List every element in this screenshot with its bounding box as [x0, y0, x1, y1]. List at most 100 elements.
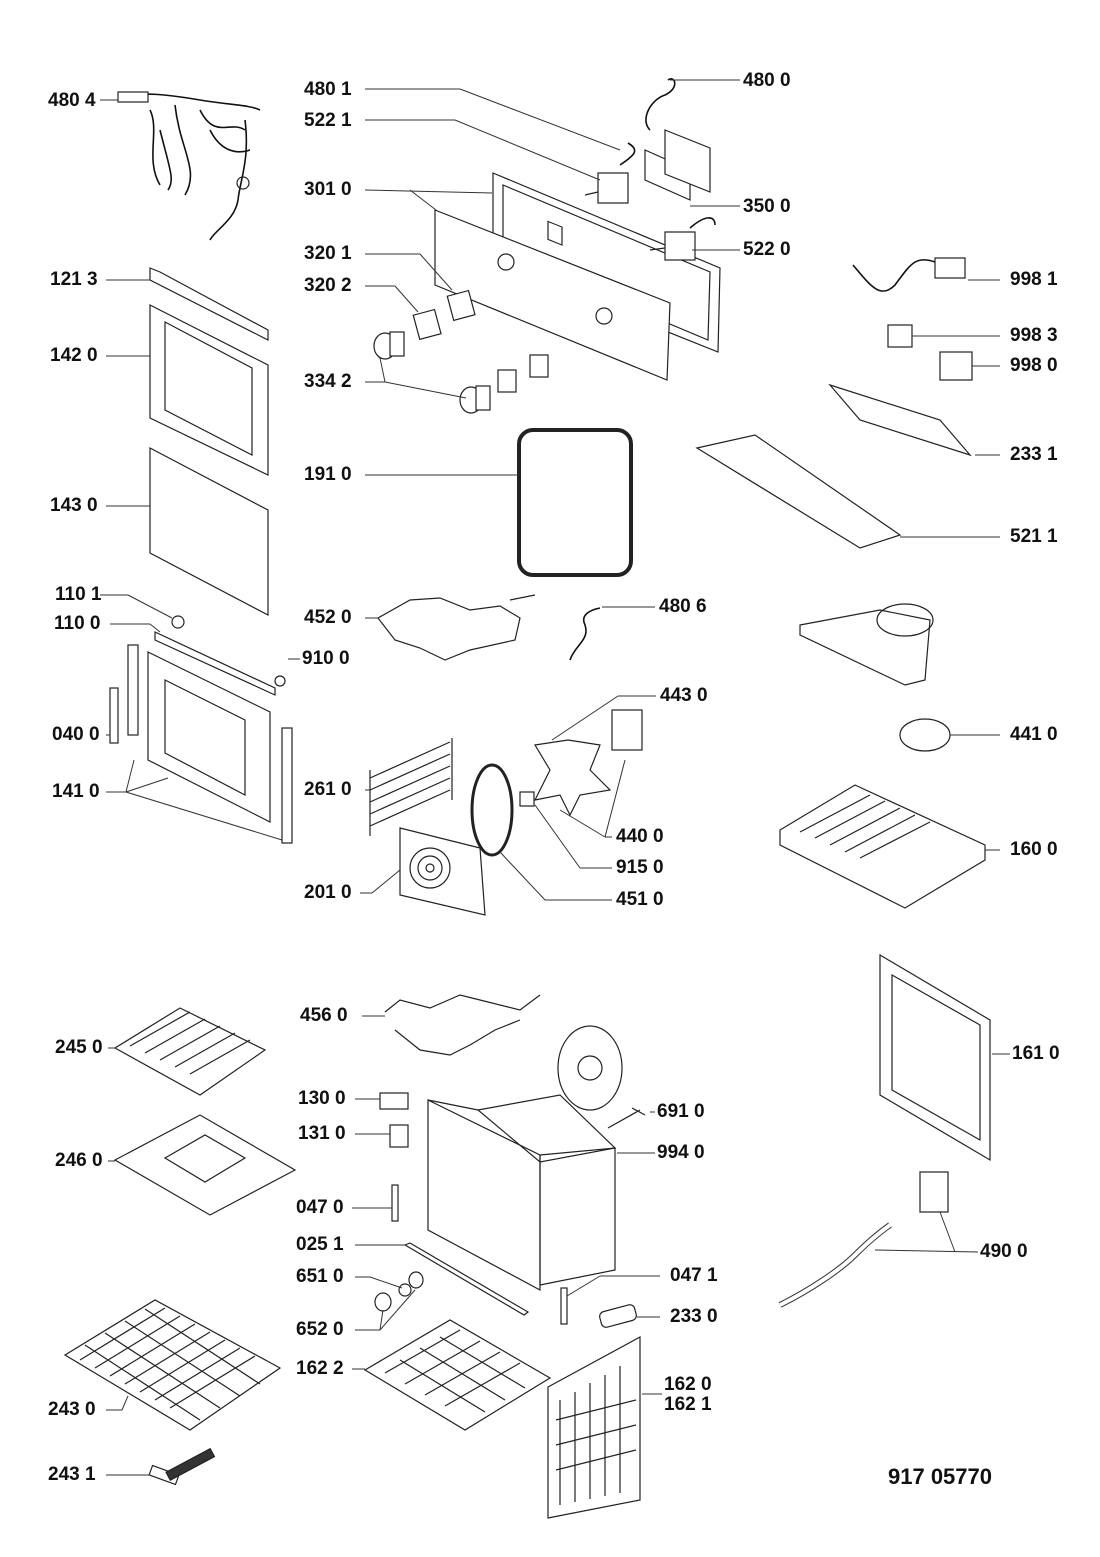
- label-998-1: 998 1: [1010, 269, 1058, 290]
- label-480-1: 480 1: [304, 79, 352, 100]
- part-350-0-bracket: [644, 129, 711, 201]
- part-201-0-fan-cover: [399, 827, 486, 916]
- part-998-3-label: [887, 324, 913, 348]
- label-143-0: 143 0: [50, 495, 98, 516]
- label-162-1: 162 1: [664, 1394, 712, 1415]
- part-233-0-support: [599, 1304, 637, 1328]
- label-047-0: 047 0: [296, 1197, 344, 1218]
- part-243-0-rack: [63, 1299, 282, 1431]
- label-141-0: 141 0: [52, 781, 100, 802]
- part-443-0-fan-motor: [611, 709, 643, 751]
- label-334-2: 334 2: [304, 371, 352, 392]
- part-915-0-nut: [519, 791, 535, 807]
- part-fan-plate: [557, 1025, 623, 1111]
- part-651-0-lamp: [398, 1283, 412, 1297]
- label-121-3: 121 3: [50, 269, 98, 290]
- label-998-0: 998 0: [1010, 355, 1058, 376]
- part-334-2-knob: [373, 331, 549, 414]
- part-162-0-side-panel: [547, 1335, 641, 1519]
- label-998-3: 998 3: [1010, 325, 1058, 346]
- part-261-0-side-rack: [369, 738, 453, 836]
- label-441-0: 441 0: [1010, 724, 1058, 745]
- part-998-1-cable: [852, 259, 936, 292]
- label-691-0: 691 0: [657, 1101, 705, 1122]
- label-443-0: 443 0: [660, 685, 708, 706]
- label-440-0: 440 0: [616, 826, 664, 847]
- label-480-6: 480 6: [659, 596, 707, 617]
- label-480-4: 480 4: [48, 90, 96, 111]
- part-652-0-lamp-cover: [374, 1292, 392, 1312]
- label-162-0: 162 0: [664, 1374, 712, 1395]
- part-141-0-door: [147, 651, 293, 844]
- label-915-0: 915 0: [616, 857, 664, 878]
- label-160-0: 160 0: [1010, 839, 1058, 860]
- label-320-1: 320 1: [304, 243, 352, 264]
- part-910-0-screw: [274, 675, 286, 687]
- part-246-0-baking-tray: [113, 1114, 297, 1216]
- part-480-0-wire: [645, 78, 676, 131]
- part-233-1-support: [828, 383, 972, 457]
- label-025-1: 025 1: [296, 1234, 344, 1255]
- label-521-1: 521 1: [1010, 526, 1058, 547]
- label-522-0: 522 0: [743, 239, 791, 260]
- label-652-0: 652 0: [296, 1319, 344, 1340]
- part-522-1-switch: [584, 142, 636, 204]
- part-025-1-front-trim: [403, 1242, 530, 1316]
- part-320-1-adapter: [446, 289, 476, 322]
- label-201-0: 201 0: [304, 882, 352, 903]
- part-040-0-hinge: [109, 644, 139, 744]
- label-162-2: 162 2: [296, 1358, 344, 1379]
- document-number: 917 05770: [888, 1464, 992, 1489]
- label-110-1: 110 1: [55, 584, 102, 605]
- label-191-0: 191 0: [304, 464, 352, 485]
- part-998-0-module: [939, 351, 973, 381]
- part-521-1-board: [695, 434, 902, 549]
- label-320-2: 320 2: [304, 275, 352, 296]
- label-243-0: 243 0: [48, 1399, 96, 1420]
- part-456-0-bottom-element: [384, 994, 541, 1056]
- part-110-0-handle: [154, 631, 276, 696]
- part-452-0-grill-element: [377, 594, 536, 661]
- label-480-0: 480 0: [743, 70, 791, 91]
- label-047-1: 047 1: [670, 1265, 718, 1286]
- label-233-0: 233 0: [670, 1306, 718, 1327]
- part-142-0-glass: [149, 304, 269, 476]
- part-441-0-cooling-fan: [899, 718, 951, 752]
- part-047-1-hinge-receiver: [560, 1287, 568, 1325]
- label-161-0: 161 0: [1012, 1043, 1060, 1064]
- label-130-0: 130 0: [298, 1088, 346, 1109]
- part-245-0-wire-shelf: [113, 1007, 267, 1096]
- part-440-0-fan-blade: [533, 739, 612, 817]
- part-191-0-gasket: [517, 428, 633, 577]
- part-162-2-bottom-panel: [363, 1319, 552, 1431]
- label-040-0: 040 0: [52, 724, 100, 745]
- label-142-0: 142 0: [50, 345, 98, 366]
- part-301-0-control-panel: [434, 172, 721, 381]
- part-143-0-glass: [149, 447, 269, 616]
- part-131-0-lock-cover: [389, 1124, 409, 1148]
- label-456-0: 456 0: [300, 1005, 348, 1026]
- label-110-0: 110 0: [54, 613, 101, 634]
- label-301-0: 301 0: [304, 179, 352, 200]
- part-320-2-adapter: [412, 308, 442, 341]
- part-691-0-lamp: [607, 1107, 646, 1129]
- label-350-0: 350 0: [743, 196, 791, 217]
- label-910-0: 910 0: [302, 648, 350, 669]
- label-452-0: 452 0: [304, 607, 352, 628]
- part-110-1-support: [171, 615, 185, 629]
- part-top-cover-upper: [799, 609, 931, 686]
- part-490-0-terminal: [919, 1171, 949, 1213]
- label-243-1: 243 1: [48, 1464, 96, 1485]
- part-451-0-circular-element: [470, 763, 514, 857]
- label-994-0: 994 0: [657, 1142, 705, 1163]
- label-261-0: 261 0: [304, 779, 352, 800]
- label-651-0: 651 0: [296, 1266, 344, 1287]
- label-522-1: 522 1: [304, 110, 352, 131]
- part-480-6-wire: [569, 607, 601, 661]
- part-121-3-profile: [149, 267, 269, 341]
- label-451-0: 451 0: [616, 889, 664, 910]
- label-131-0: 131 0: [298, 1123, 346, 1144]
- part-243-1-rack-handle: [148, 1447, 216, 1486]
- part-522-0-switch: [649, 217, 716, 261]
